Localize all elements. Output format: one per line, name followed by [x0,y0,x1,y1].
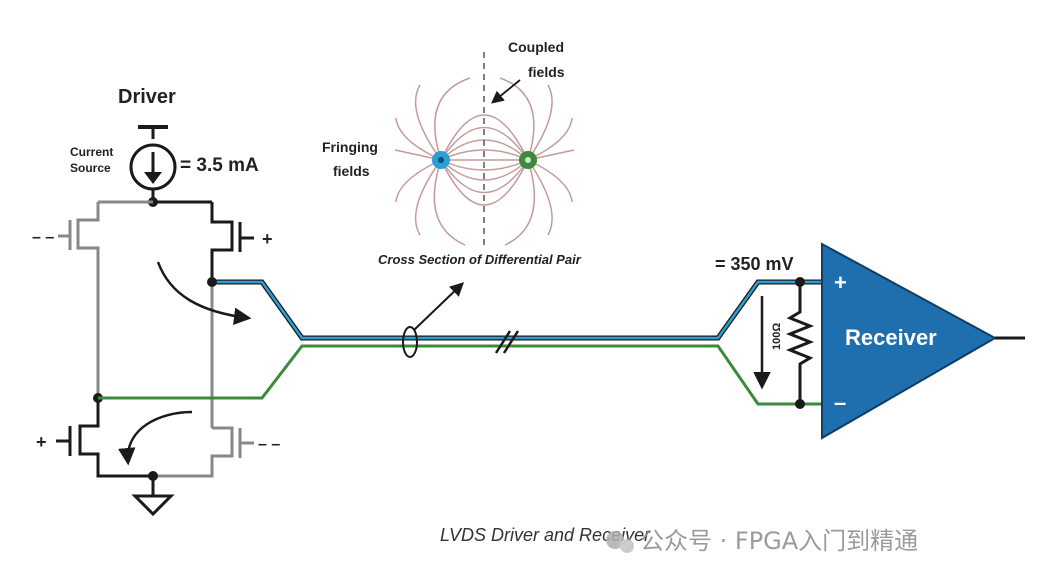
line-break-mark-2 [502,330,520,354]
fringing-fields-label-2: fields [333,163,370,179]
current-source-label-2: Source [70,161,111,175]
current-flow-arrow-bottom [118,410,193,466]
current-flow-arrow-top [156,261,252,325]
figure-caption: LVDS Driver and Receiver [440,525,651,545]
wechat-icon-2 [620,539,634,553]
receiver-minus: – [834,390,846,415]
current-value: = 3.5 mA [180,155,259,176]
left-top-transistor [76,202,100,398]
coupled-fields-label-1: Coupled [508,39,564,55]
receiver-amplifier [821,242,998,440]
receiver-plus: + [834,270,847,295]
cross-section-fields: Coupled fields Fringing fields Cross Sec… [322,39,582,267]
receiver-label: Receiver [845,325,937,350]
left-top-gate-label: – – [32,229,54,246]
right-bottom-transistor [153,426,234,478]
green-trace [98,344,822,406]
watermark-text: 公众号 · FPGA入门到精通 [640,527,918,555]
driver-circuit: Driver Current Source = 3.5 mA – – + + [32,86,280,517]
conductor-green-core [525,157,531,163]
line-break-mark-1 [494,330,512,354]
blue-trace-color [212,280,822,340]
right-bottom-gate-label: – – [258,436,280,453]
current-source-label-1: Current [70,145,113,159]
fringing-fields-label-1: Fringing [322,139,378,155]
current-arrow-head [144,172,162,184]
receiver-circuit: = 350 mV 100Ω Receiver + – [715,242,1025,440]
left-bottom-gate-label: + [36,432,47,452]
fringing-field-lines [394,77,575,246]
blue-driver-node [207,277,217,287]
voltage-label: = 350 mV [715,254,794,274]
blue-trace [212,279,822,341]
coupled-field-lines [440,114,529,206]
wechat-icon [606,531,624,549]
coupled-pointer [491,79,521,104]
coupled-fields-label-2: fields [528,64,565,80]
cross-section-caption: Cross Section of Differential Pair [378,252,582,267]
conductor-blue-core [438,157,444,163]
watermark: 公众号 · FPGA入门到精通 [606,527,918,555]
driver-title: Driver [118,86,176,108]
transmission-lines [98,277,822,406]
cross-section-pointer [413,282,465,331]
termination-resistor [785,282,815,404]
right-top-transistor [210,202,234,282]
resistor-label: 100Ω [771,323,783,350]
left-bottom-transistor [78,398,153,478]
right-top-gate-label: + [262,229,273,249]
pair-loop [402,326,418,358]
ground-icon [131,494,175,517]
